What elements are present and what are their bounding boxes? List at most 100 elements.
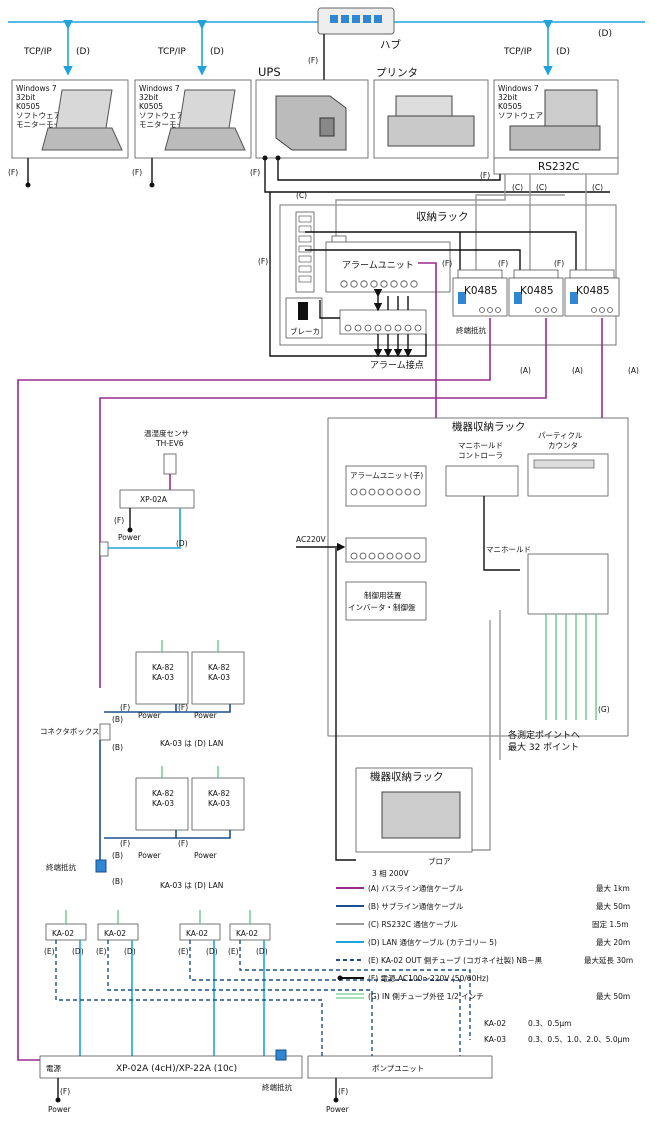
sensor-icon (163, 453, 177, 475)
svg-text:KA-03: KA-03 (152, 799, 174, 808)
svg-text:(F): (F) (480, 171, 490, 180)
svg-text:KA-03: KA-03 (484, 1035, 506, 1044)
svg-text:TCP/IP: TCP/IP (503, 47, 532, 57)
alarm-contact-label: アラーム接点 (370, 359, 424, 371)
svg-text:(D): (D) (206, 947, 218, 956)
ka-set-1: KA-82 KA-03 KA-82 KA-03 (135, 640, 245, 705)
svg-text:(D): (D) (176, 539, 188, 548)
svg-text:(C): (C) (592, 183, 603, 192)
ac220v-label: AC220V (296, 535, 327, 544)
svg-text:K0505: K0505 (139, 102, 163, 111)
hub-f-tag: (F) (308, 56, 318, 65)
svg-text:(F): (F) (554, 259, 564, 268)
svg-text:Power: Power (194, 711, 218, 720)
hub (317, 7, 395, 35)
svg-text:TCP/IP: TCP/IP (23, 47, 52, 57)
svg-text:32bit: 32bit (139, 93, 158, 102)
svg-text:(C): (C) (536, 183, 547, 192)
svg-text:Power: Power (138, 851, 162, 860)
svg-text:32bit: 32bit (16, 93, 35, 102)
ka02-2: KA-02 (97, 923, 139, 941)
pc-1: Windows 7 32bit K0505 ソフトウェア モニターモード (11, 79, 129, 159)
terminator2-label: 終端抵抗 (46, 862, 76, 872)
svg-text:最大 50m: 最大 50m (596, 991, 630, 1001)
bus-line-1 (17, 318, 491, 1061)
svg-text:KA-82: KA-82 (208, 789, 230, 798)
svg-text:(F): (F) (8, 168, 18, 177)
svg-text:KA-82: KA-82 (152, 663, 174, 672)
svg-text:Power: Power (138, 711, 162, 720)
svg-text:(F): (F) (120, 839, 130, 848)
pump-unit (307, 1055, 493, 1079)
tcpip-link-2: TCP/IP(D) (157, 20, 224, 76)
connector-box-label: コネクタボックス (40, 727, 99, 736)
svg-text:(D): (D) (210, 47, 224, 57)
tcpip-link-1: TCP/IP (D) (23, 20, 90, 76)
svg-text:カウンタ: カウンタ (548, 441, 578, 450)
svg-text:(B): (B) (112, 715, 123, 724)
svg-text:K0485: K0485 (464, 285, 498, 297)
svg-text:(F): (F) (120, 703, 130, 712)
svg-text:(F): (F) (498, 259, 508, 268)
svg-text:ソフトウェア: ソフトウェア (498, 111, 543, 120)
manifold-controller (445, 465, 519, 497)
svg-text:各測定ポイントへ: 各測定ポイントへ (508, 729, 580, 741)
svg-text:ブレーカ: ブレーカ (290, 326, 320, 336)
svg-text:(D): (D) (556, 47, 570, 57)
ups (255, 79, 369, 159)
control-unit (345, 581, 427, 621)
svg-text:アラームユニット(子): アラームユニット(子) (350, 471, 423, 480)
svg-text:インバータ・制御盤: インバータ・制御盤 (348, 602, 416, 612)
svg-text:KA-02: KA-02 (104, 929, 126, 938)
svg-text:XP-02A: XP-02A (140, 495, 168, 504)
ka03-note-2: KA-03 は (D) LAN (160, 881, 223, 890)
svg-text:0.3、0.5μm: 0.3、0.5μm (528, 1019, 571, 1028)
ka02-4: KA-02 (229, 923, 271, 941)
power-box (39, 1055, 303, 1079)
k0485-2: K0485 (508, 269, 564, 317)
svg-text:(B): (B) (112, 743, 123, 752)
svg-text:機器収納ラック: 機器収納ラック (370, 770, 444, 783)
svg-text:(E): (E) (178, 947, 189, 956)
svg-text:Windows 7: Windows 7 (139, 84, 180, 93)
svg-text:コントローラ: コントローラ (458, 451, 503, 460)
k0485-1: K0485 (452, 269, 508, 317)
svg-text:(A): (A) (520, 366, 531, 375)
svg-text:(F): (F) (60, 1087, 70, 1096)
svg-text:(B) サブライン通信ケーブル: (B) サブライン通信ケーブル (368, 901, 464, 911)
terminator-2 (95, 859, 107, 873)
manifold-label: マニホールド (486, 545, 531, 554)
svg-text:最大 1km: 最大 1km (596, 883, 630, 893)
blower (381, 791, 461, 839)
sensor-model: TH-EV6 (155, 439, 184, 448)
svg-text:Windows 7: Windows 7 (16, 84, 57, 93)
storage-rack-label: 収納ラック (416, 210, 469, 223)
ka02-1: KA-02 (45, 923, 87, 941)
svg-text:(D): (D) (76, 47, 90, 57)
svg-text:Windows 7: Windows 7 (498, 84, 539, 93)
svg-text:(F): (F) (132, 168, 142, 177)
svg-text:Power: Power (118, 533, 142, 542)
svg-text:(F): (F) (442, 259, 452, 268)
svg-text:K0505: K0505 (498, 102, 522, 111)
svg-text:(F) 電源 AC100～220V (50/60Hz): (F) 電源 AC100～220V (50/60Hz) (368, 974, 489, 983)
ka02-3: KA-02 (179, 923, 221, 941)
svg-text:(F): (F) (338, 1087, 348, 1096)
svg-text:(C): (C) (512, 183, 523, 192)
svg-text:(D): (D) (256, 947, 268, 956)
svg-text:最大延長 30m: 最大延長 30m (584, 955, 633, 965)
svg-text:パーティクル: パーティクル (538, 431, 583, 440)
svg-text:アラームユニット: アラームユニット (342, 260, 414, 271)
svg-text:電源: 電源 (46, 1064, 61, 1073)
svg-text:XP-02A (4cH)/XP-22A (10c): XP-02A (4cH)/XP-22A (10c) (116, 1064, 237, 1074)
blower-power-label: 3 相 200V (372, 868, 409, 878)
k0485-3: K0485 (564, 269, 620, 317)
svg-text:終端抵抗: 終端抵抗 (262, 1082, 292, 1092)
ups-label: UPS (258, 65, 281, 79)
svg-text:(A): (A) (628, 366, 639, 375)
svg-text:KA-02: KA-02 (52, 929, 74, 938)
svg-text:Power: Power (48, 1105, 72, 1114)
svg-text:KA-02: KA-02 (484, 1019, 506, 1028)
svg-text:(A): (A) (572, 366, 583, 375)
